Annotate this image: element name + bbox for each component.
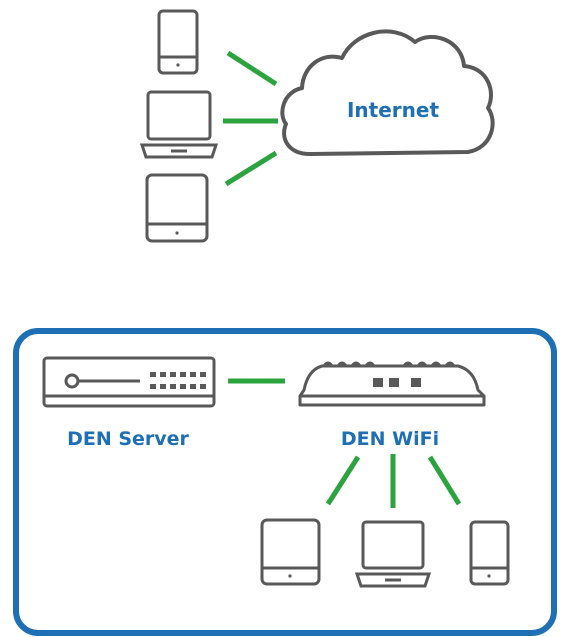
cloud-icon [280, 29, 495, 156]
phone-icon [469, 520, 510, 586]
laptop-icon [354, 520, 432, 588]
den-network-box [13, 328, 557, 636]
router-icon [298, 361, 486, 407]
tablet-icon [260, 518, 321, 586]
link-tablet-internet [224, 150, 278, 187]
wifi-links [325, 454, 462, 508]
server-icon [42, 356, 216, 408]
phone-icon [157, 9, 199, 75]
internet-links [223, 50, 278, 187]
laptop-icon [139, 90, 219, 159]
link-phone-internet [226, 50, 278, 87]
link-wifi-phone [427, 455, 462, 506]
server-label: DEN Server [67, 428, 189, 450]
wifi-label: DEN WiFi [341, 428, 439, 450]
link-wifi-tablet [325, 455, 361, 506]
internet-label: Internet [347, 98, 439, 122]
tablet-icon [145, 173, 209, 243]
